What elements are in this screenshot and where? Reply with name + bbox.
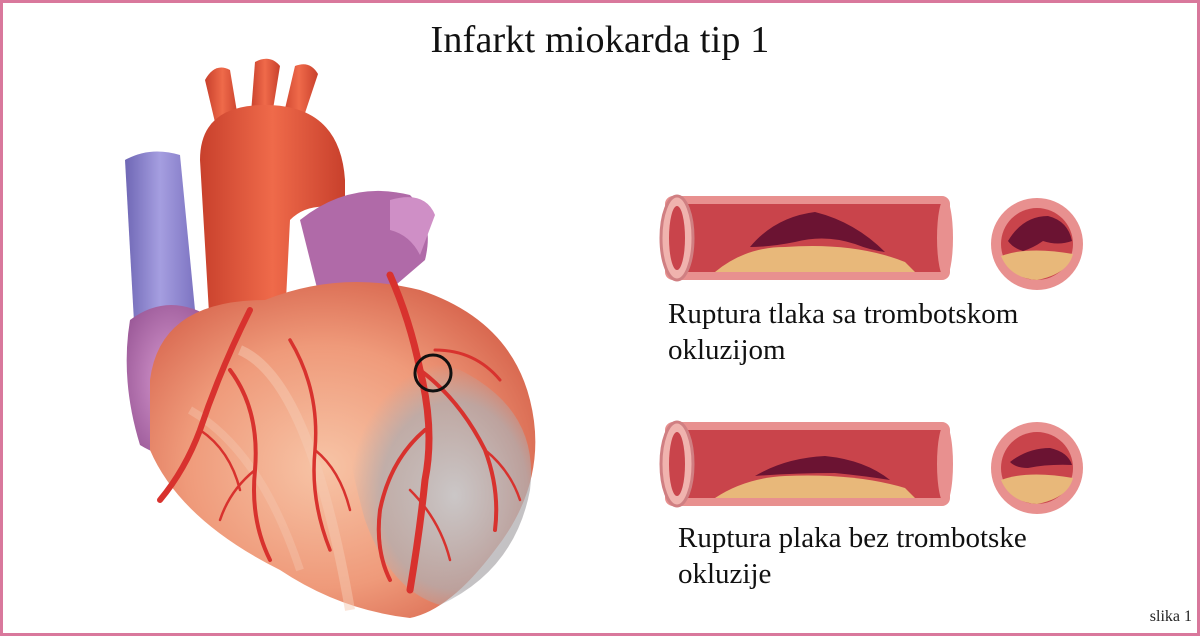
artery-cross-section-2 [988, 420, 1086, 516]
artery-longitudinal-section-2 [655, 418, 955, 510]
heart-illustration [90, 50, 590, 625]
artery-longitudinal-section-1 [655, 192, 955, 284]
caption-thrombotic-occlusion: Ruptura tlaka sa trombotskom okluzijom [668, 296, 1088, 368]
figure-label: slika 1 [1150, 608, 1192, 626]
caption-line: okluzijom [668, 332, 1088, 368]
caption-no-thrombotic-occlusion: Ruptura plaka bez trombotske okluzije [678, 520, 1098, 592]
artery-cross-section-1 [988, 196, 1086, 292]
caption-line: Ruptura plaka bez trombotske [678, 520, 1098, 556]
caption-line: Ruptura tlaka sa trombotskom [668, 296, 1088, 332]
caption-line: okluzije [678, 556, 1098, 592]
